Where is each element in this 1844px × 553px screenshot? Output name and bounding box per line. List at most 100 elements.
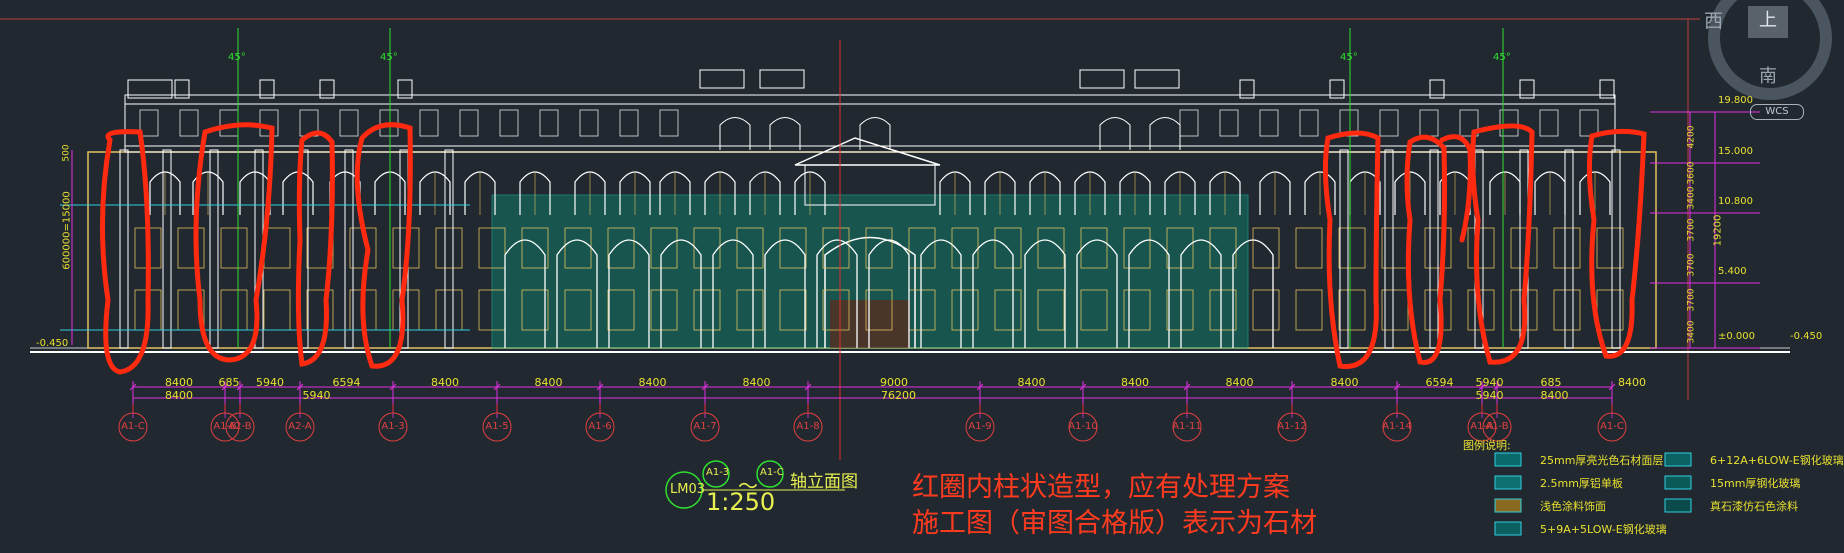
legend-title: 图例说明: — [1463, 439, 1511, 452]
dimension-value: 8400 — [1618, 376, 1646, 389]
drawing-title-suffix: 轴立面图 — [790, 472, 858, 492]
dimension-value: 9000 — [880, 376, 908, 389]
teal-arch — [556, 239, 598, 348]
parapet-pier — [1134, 69, 1180, 89]
window-low — [435, 289, 463, 331]
window-attic — [179, 109, 199, 137]
window-low — [607, 289, 635, 331]
arched-window-top — [1149, 117, 1181, 150]
window-low — [521, 289, 549, 331]
arched-window-top — [859, 117, 891, 150]
window-attic — [1259, 109, 1279, 137]
window-mid — [1467, 227, 1495, 269]
left-vertical-dim: 600000=15000 — [61, 191, 73, 270]
elevation-mark: ±0.000 — [1718, 331, 1756, 342]
dimension-value: 8400 — [534, 376, 563, 389]
column-pilaster — [1339, 149, 1349, 349]
window-low — [693, 289, 721, 331]
window-attic — [1419, 109, 1439, 137]
window-low — [306, 289, 334, 331]
parapet-pier — [1239, 79, 1255, 99]
axis-bubble-label: A1-A — [1470, 421, 1494, 432]
wcs-menu-button[interactable]: WCS — [1750, 104, 1804, 120]
window-low — [1123, 289, 1151, 331]
dimension-value: 8400 — [742, 376, 771, 389]
dimension-value: 5940 — [256, 376, 284, 389]
dimension-value: 685 — [1540, 376, 1562, 389]
teal-arch — [608, 239, 650, 348]
window-low — [951, 289, 979, 331]
angle-mark: 45° — [1340, 52, 1358, 63]
drawing-to-axis: A1-C — [760, 467, 784, 478]
window-mid — [1381, 227, 1409, 269]
window-low — [1596, 289, 1624, 331]
column-pilaster — [119, 149, 129, 349]
parapet-pier — [759, 69, 805, 89]
legend-item-label: 25mm厚亮光色石材面层 — [1540, 454, 1664, 467]
viewcube-ring[interactable] — [1708, 0, 1832, 100]
teal-arch — [1232, 239, 1274, 348]
vertical-dim: 3600 — [1686, 161, 1697, 185]
parapet-pier — [397, 79, 413, 99]
window-low — [1338, 289, 1366, 331]
dimension-value: 5940 — [1475, 376, 1504, 389]
teal-arch — [1024, 239, 1066, 348]
window-mid — [779, 227, 807, 269]
window-mid — [607, 227, 635, 269]
column-pilaster — [344, 149, 354, 349]
viewcube-south-label[interactable]: 南 — [1759, 66, 1777, 87]
window-low — [779, 289, 807, 331]
window-mid — [908, 227, 936, 269]
legend-swatches — [1494, 452, 1692, 536]
viewcube-top-face[interactable]: 上 — [1748, 6, 1788, 38]
dimension-value: 8400 — [638, 376, 667, 389]
window-low — [822, 289, 850, 331]
annotation-line-1: 红圈内柱状造型，应有处理方案 — [912, 472, 1290, 503]
parapet-pier — [1599, 79, 1615, 99]
dimension-lines — [133, 386, 1612, 399]
legend-swatch — [1664, 452, 1692, 467]
legend-item-label: 15mm厚钢化玻璃 — [1710, 477, 1801, 490]
window-attic — [579, 109, 599, 137]
window-attic — [259, 109, 279, 137]
axis-bubble-label: A1-6 — [588, 421, 612, 432]
teal-arch — [660, 239, 702, 348]
vertical-dim: 3700 — [1686, 288, 1697, 311]
window-mid — [1166, 227, 1194, 269]
legend-swatch — [1664, 498, 1692, 513]
legend-swatch — [1664, 475, 1692, 490]
elevation-mark: 15.000 — [1718, 146, 1753, 157]
window-mid — [1252, 227, 1280, 269]
column-pilaster — [1429, 149, 1439, 349]
window-mid — [1123, 227, 1151, 269]
drawing-ref-label: LM03 — [670, 482, 706, 497]
window-attic — [1179, 109, 1199, 137]
right-vertical-dims — [1689, 112, 1716, 348]
column-pilaster — [209, 149, 219, 349]
window-mid — [220, 227, 248, 269]
teal-arch — [920, 239, 962, 348]
window-mid — [521, 227, 549, 269]
elevation-mark: 5.400 — [1718, 266, 1747, 277]
column-pilaster — [1384, 149, 1394, 349]
dimension-value: 8400 — [1017, 376, 1046, 389]
window-low — [1080, 289, 1108, 331]
axis-bubble-label: A2-B — [228, 421, 252, 432]
axis-bubble-label: A1-C — [1600, 421, 1624, 432]
dimension-total: 5940 — [302, 389, 331, 402]
axis-bubble-label: A1-9 — [968, 421, 992, 432]
column-pilaster — [162, 149, 172, 349]
window-mid — [1209, 227, 1237, 269]
left-top-dim: 500 — [61, 144, 72, 162]
parapet-pier — [1079, 69, 1125, 89]
axis-bubble-label: A1-B — [1485, 421, 1509, 432]
dimension-value: 685 — [218, 376, 240, 389]
dimension-total: 5940 — [1475, 389, 1504, 402]
window-mid — [306, 227, 334, 269]
viewcube-west-label[interactable]: 西 — [1704, 10, 1724, 32]
dimension-value: 8400 — [1121, 376, 1149, 389]
window-mid — [435, 227, 463, 269]
parapet-pier — [699, 69, 745, 89]
vertical-dim-total: 19200 — [1712, 214, 1724, 247]
